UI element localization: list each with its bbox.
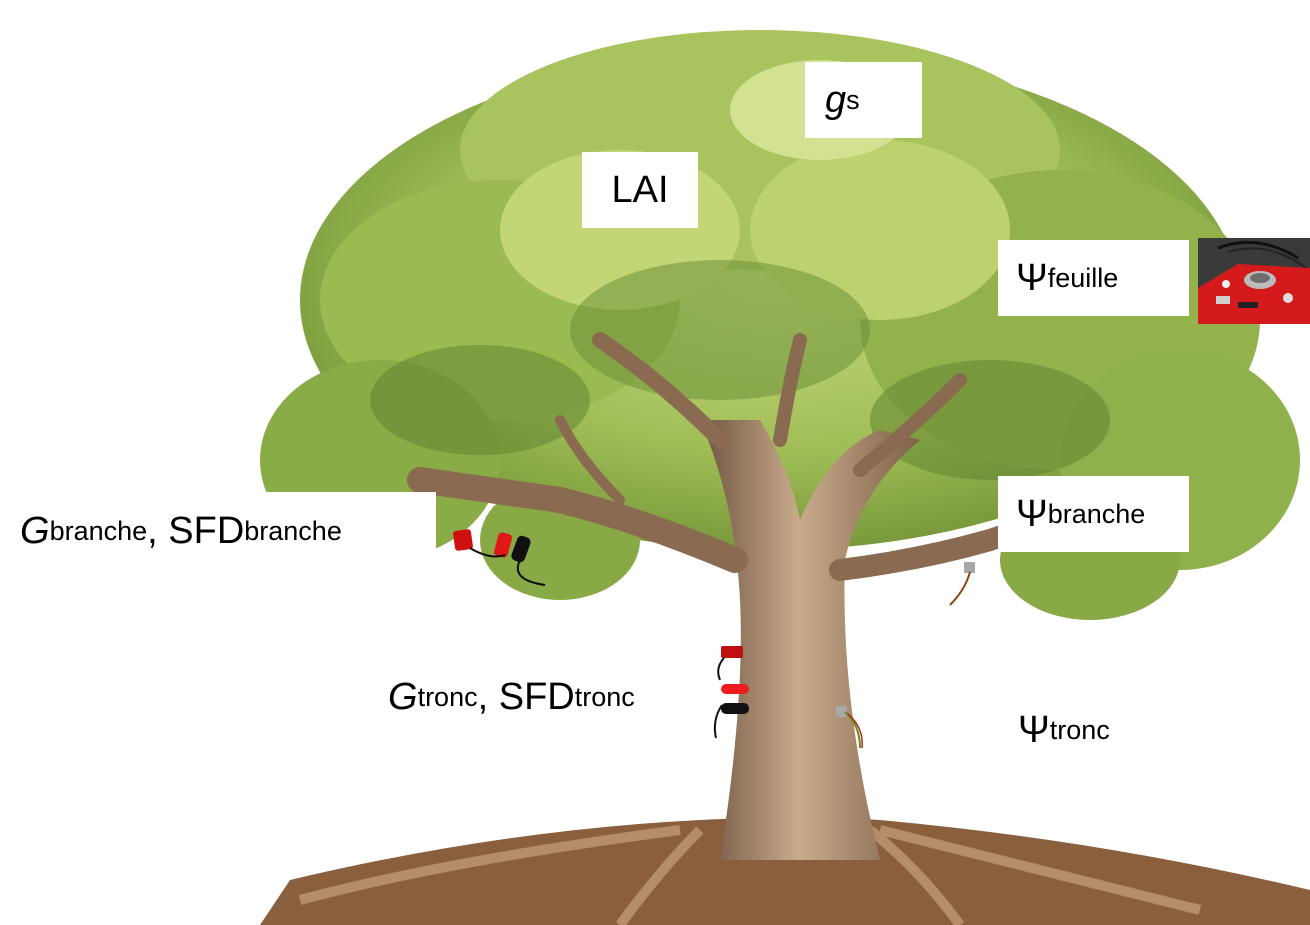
pressure-chamber-icon [1198, 238, 1310, 324]
trunk-sensors [713, 646, 749, 739]
canopy [260, 30, 1300, 620]
psychrometer-sensors [836, 562, 975, 749]
label-lai: LAI [582, 152, 698, 228]
roots [260, 817, 1310, 925]
label-background [200, 492, 436, 570]
branch-sensors [453, 529, 546, 586]
trunk-and-branches [407, 332, 1051, 860]
